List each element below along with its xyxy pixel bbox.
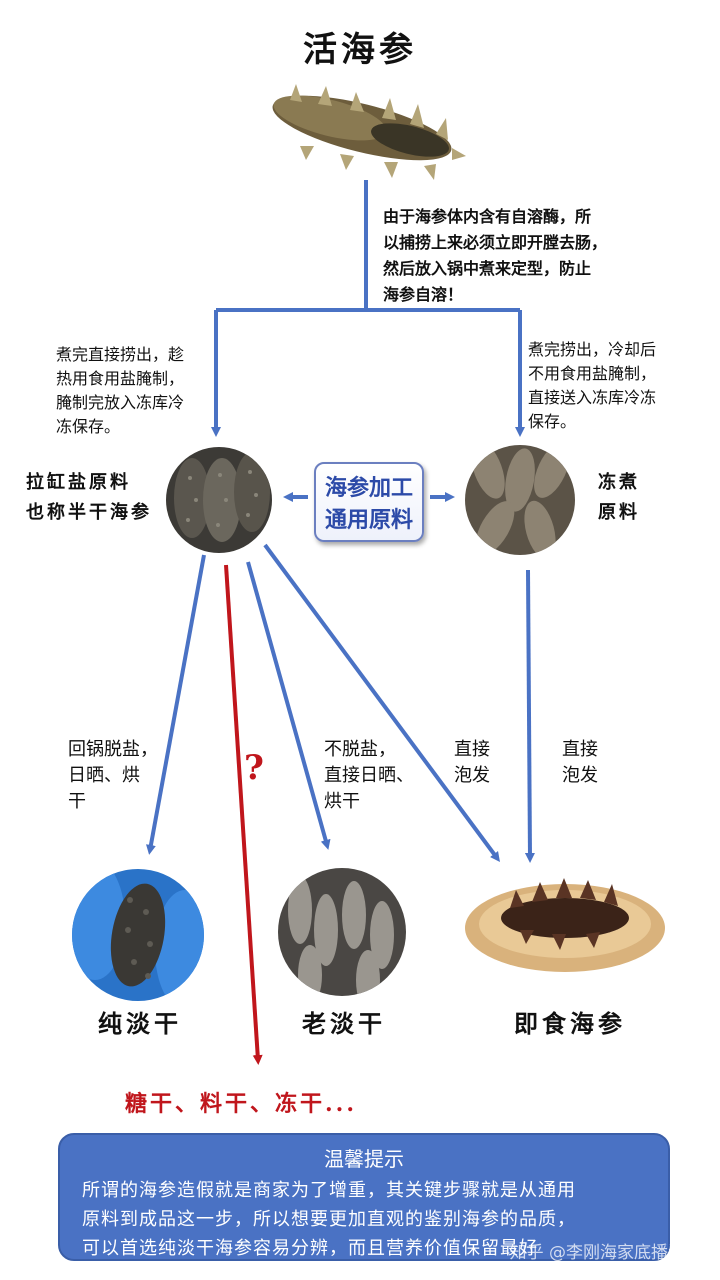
direct-soak-note-2: 直接 泡发: [562, 737, 598, 789]
right-note: 煮完捞出，冷却后 不用食用盐腌制， 直接送入冻库冷冻 保存。: [528, 338, 698, 434]
salted-material-image: [166, 447, 272, 553]
pure-dry-image: [72, 869, 204, 1001]
arrow-to-pure-dry: [145, 554, 206, 855]
old-dry-image: [278, 868, 406, 996]
pure-dry-process-note: 回锅脱盐， 日晒、烘 干: [68, 737, 158, 815]
frozen-material-image: [465, 445, 575, 555]
process-note-line: 回锅脱盐，: [68, 739, 158, 760]
left-material-line: 拉缸盐原料: [26, 472, 131, 493]
left-material-line: 也称半干海参: [26, 502, 152, 523]
left-note-line: 热用食用盐腌制，: [56, 369, 185, 388]
process-note-line: 直接: [562, 739, 598, 760]
center-box-line: 海参加工: [324, 475, 413, 501]
arrow-to-old-dry: [246, 561, 331, 850]
product-other: 糖干、料干、冻干...: [125, 1091, 357, 1117]
right-note-line: 不用食用盐腌制，: [528, 364, 657, 383]
page-title: 活海参: [303, 30, 417, 70]
top-note-line: 海参自溶！: [383, 285, 464, 304]
arrow-direct-soak-left: [263, 543, 500, 863]
tip-box: 温馨提示 所谓的海参造假就是商家为了增重，其关键步骤就是从通用 原料到成品这一步…: [58, 1133, 670, 1261]
process-note-line: 不脱盐，: [324, 739, 396, 760]
process-note-line: 泡发: [562, 765, 598, 786]
right-material-line: 冻煮: [598, 472, 640, 493]
right-note-line: 保存。: [528, 412, 577, 431]
left-note-line: 冻保存。: [56, 417, 121, 436]
left-note: 煮完直接捞出，趁 热用食用盐腌制， 腌制完放入冻库冷 冻保存。: [56, 343, 226, 439]
right-note-line: 煮完捞出，冷却后: [528, 340, 657, 359]
tip-line: 所谓的海参造假就是商家为了增重，其关键步骤就是从通用: [82, 1180, 576, 1201]
product-ready-to-eat: 即食海参: [514, 1009, 626, 1038]
process-note-line: 泡发: [454, 765, 490, 786]
top-note: 由于海参体内含有自溶酶，所 以捕捞上来必须立即开膛去肠， 然后放入锅中煮来定型，…: [383, 204, 663, 308]
process-note-line: 直接: [454, 739, 490, 760]
top-note-line: 由于海参体内含有自溶酶，所: [383, 207, 592, 226]
tip-line: 原料到成品这一步，所以想要更加直观的鉴别海参的品质，: [82, 1209, 576, 1230]
center-box-line: 通用原料: [324, 507, 413, 533]
general-material-box: 海参加工 通用原料: [314, 462, 424, 542]
right-material-label: 冻煮 原料: [598, 468, 678, 528]
top-note-line: 然后放入锅中煮来定型，防止: [383, 259, 592, 278]
arrow-direct-soak-right: [524, 569, 535, 863]
product-old-dry: 老淡干: [302, 1009, 386, 1038]
tip-line: 可以首选纯淡干海参容易分辨，而且营养价值保留最好: [82, 1238, 538, 1259]
left-material-label: 拉缸盐原料 也称半干海参: [26, 468, 166, 528]
left-note-line: 腌制完放入冻库冷: [56, 393, 185, 412]
process-note-line: 日晒、烘: [68, 765, 140, 786]
tip-title: 温馨提示: [324, 1147, 404, 1171]
live-sea-cucumber-image: [272, 84, 466, 180]
process-note-line: 烘干: [324, 791, 360, 812]
process-note-line: 干: [68, 791, 86, 812]
question-mark: ?: [244, 748, 264, 788]
left-note-line: 煮完直接捞出，趁: [56, 345, 185, 364]
tip-body: 所谓的海参造假就是商家为了增重，其关键步骤就是从通用 原料到成品这一步，所以想要…: [60, 1172, 668, 1263]
watermark: 知乎 @李刚海家底播海参: [509, 1243, 702, 1263]
direct-soak-note-1: 直接 泡发: [454, 737, 490, 789]
old-dry-process-note: 不脱盐， 直接日晒、 烘干: [324, 737, 414, 815]
process-note-line: 直接日晒、: [324, 765, 414, 786]
right-note-line: 直接送入冻库冷冻: [528, 388, 657, 407]
arrow-red-other: [224, 564, 263, 1065]
ready-to-eat-image: [465, 878, 665, 972]
top-note-line: 以捕捞上来必须立即开膛去肠，: [383, 233, 608, 252]
product-pure-dry: 纯淡干: [98, 1009, 182, 1038]
right-material-line: 原料: [598, 502, 640, 523]
